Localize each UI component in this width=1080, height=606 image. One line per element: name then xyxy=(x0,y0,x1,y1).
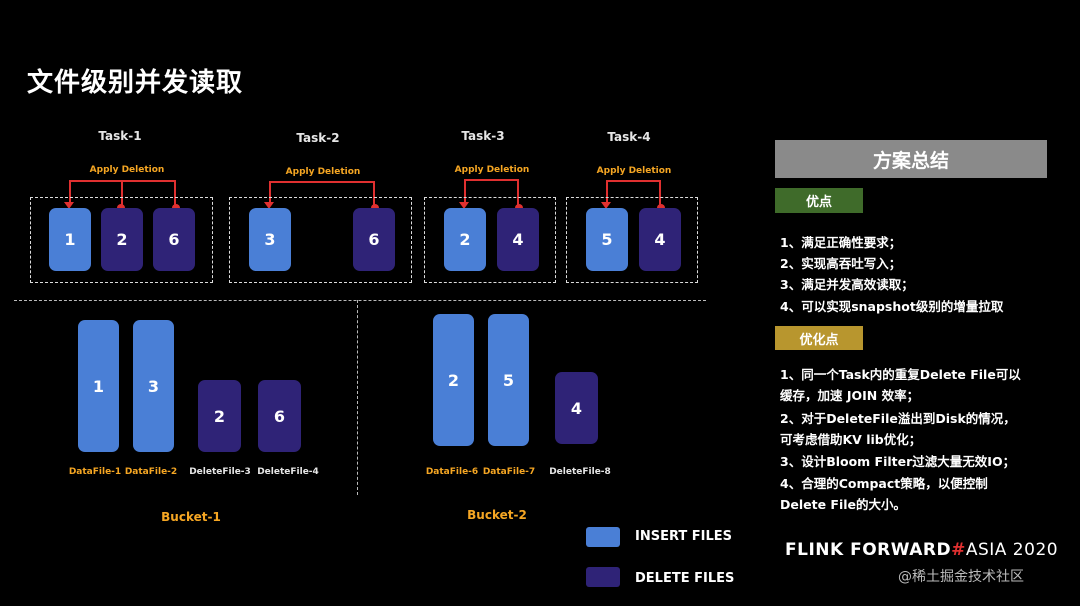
page-title: 文件级别并发读取 xyxy=(27,68,244,98)
apply-deletion-label-2: Apply Deletion xyxy=(285,167,361,177)
apply-deletion-label-3: Apply Deletion xyxy=(454,165,530,175)
task4-insert-file: 5 xyxy=(586,208,628,271)
pros-item: 1、满足正确性要求； xyxy=(780,235,902,250)
bucket1-insert-file: 3 xyxy=(133,320,174,452)
pros-item: 3、满足并发高效读取； xyxy=(780,277,914,292)
summary-header: 方案总结 xyxy=(775,140,1047,178)
watermark: @稀土掘金技术社区 xyxy=(898,569,1024,585)
task1-delete-file: 2 xyxy=(101,208,143,271)
optimization-item: 4、合理的Compact策略，以便控制 xyxy=(780,476,988,491)
bucket1-delete-file: 2 xyxy=(198,380,241,452)
brand-suffix: ASIA 2020 xyxy=(965,540,1059,560)
task-label-3: Task-3 xyxy=(461,129,505,143)
file-name-label: DeleteFile-4 xyxy=(257,467,319,477)
task-label-2: Task-2 xyxy=(296,131,340,145)
task-box-2 xyxy=(229,197,412,283)
bucket2-insert-file: 2 xyxy=(433,314,474,446)
task-box-3 xyxy=(424,197,556,283)
pros-badge: 优点 xyxy=(775,188,863,213)
task4-delete-file: 4 xyxy=(639,208,681,271)
apply-deletion-label-1: Apply Deletion xyxy=(89,165,165,175)
optimization-item: 3、设计Bloom Filter过滤大量无效IO； xyxy=(780,454,1016,469)
file-name-label: DataFile-7 xyxy=(482,467,536,477)
optimization-item: 缓存，加速 JOIN 效率； xyxy=(780,388,920,403)
pros-item: 2、实现高吞吐写入； xyxy=(780,256,902,271)
vertical-divider xyxy=(357,300,358,495)
legend-insert-label: INSERT FILES xyxy=(635,529,733,544)
brand-main: FLINK FORWARD xyxy=(785,540,952,560)
pros-item: 4、可以实现snapshot级别的增量拉取 xyxy=(780,299,1004,314)
horizontal-divider xyxy=(14,300,706,301)
task1-delete-file: 6 xyxy=(153,208,195,271)
task-label-4: Task-4 xyxy=(607,130,651,144)
file-name-label: DataFile-2 xyxy=(124,467,178,477)
bucket2-insert-file: 5 xyxy=(488,314,529,446)
task-box-1 xyxy=(30,197,213,283)
task2-delete-file: 6 xyxy=(353,208,395,271)
legend-delete-label: DELETE FILES xyxy=(635,571,735,586)
file-name-label: DataFile-6 xyxy=(425,467,479,477)
optimization-item: Delete File的大小。 xyxy=(780,497,907,512)
task1-insert-file: 1 xyxy=(49,208,91,271)
apply-deletion-label-4: Apply Deletion xyxy=(596,166,672,176)
task3-insert-file: 2 xyxy=(444,208,486,271)
legend-insert-swatch xyxy=(586,527,620,547)
optimization-badge: 优化点 xyxy=(775,326,863,350)
brand-hash: # xyxy=(951,540,966,560)
bucket-label-2: Bucket-2 xyxy=(467,508,527,522)
task3-delete-file: 4 xyxy=(497,208,539,271)
task2-insert-file: 3 xyxy=(249,208,291,271)
optimization-item: 2、对于DeleteFile溢出到Disk的情况， xyxy=(780,411,1016,426)
bucket1-delete-file: 6 xyxy=(258,380,301,452)
bucket2-delete-file: 4 xyxy=(555,372,598,444)
file-name-label: DeleteFile-3 xyxy=(189,467,251,477)
file-name-label: DataFile-1 xyxy=(68,467,122,477)
optimization-item: 1、同一个Task内的重复Delete File可以 xyxy=(780,367,1021,382)
legend-delete-swatch xyxy=(586,567,620,587)
task-box-4 xyxy=(566,197,698,283)
bucket-label-1: Bucket-1 xyxy=(161,510,221,524)
bucket1-insert-file: 1 xyxy=(78,320,119,452)
conference-logo: FLINK FORWARD#ASIA 2020 xyxy=(785,540,1058,560)
file-name-label: DeleteFile-8 xyxy=(549,467,611,477)
task-label-1: Task-1 xyxy=(98,129,142,143)
optimization-item: 可考虑借助KV lib优化； xyxy=(780,432,922,447)
